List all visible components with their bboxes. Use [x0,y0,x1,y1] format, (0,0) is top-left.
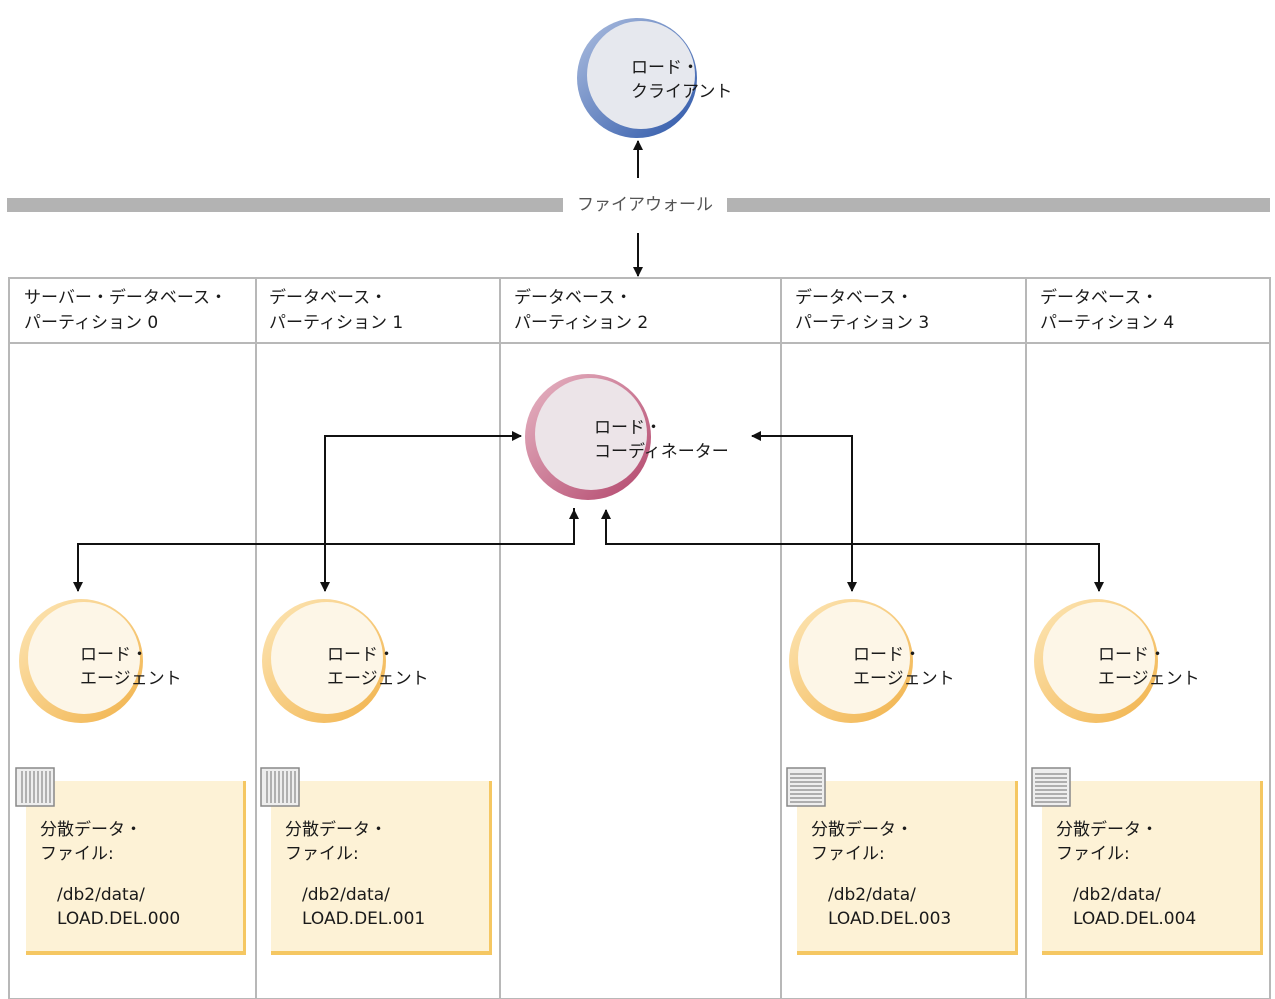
load-agent-node-4 [1034,599,1158,723]
partition-header-3: データベース・パーティション 3 [795,288,930,333]
firewall-label: ファイアウォール [563,192,727,218]
load-coordinator-node [525,374,651,500]
partition-header-2: データベース・パーティション 2 [514,288,649,333]
data-file-text-1: 分散データ・ ファイル: /db2/data/ LOAD.DEL.001 [285,820,426,929]
partition-header-0: サーバー・データベース・パーティション 0 [24,288,227,333]
load-agent-label-4: ロード・エージェント [1098,645,1200,689]
file-icon [260,767,300,807]
data-file-text-0: 分散データ・ ファイル: /db2/data/ LOAD.DEL.000 [40,820,181,929]
file-icon [15,767,55,807]
load-agent-label-1: ロード・エージェント [327,645,429,689]
file-icon [1031,767,1071,807]
data-file-box-3 [797,781,1018,955]
partition-header-1: データベース・パーティション 1 [269,288,404,333]
data-file-box-1 [271,781,492,955]
partition-header-4: データベース・パーティション 4 [1040,288,1175,333]
load-agent-label-3: ロード・エージェント [853,645,955,689]
data-file-box-4 [1042,781,1263,955]
file-icon [786,767,826,807]
load-coordinator-label: ロード・コーディネーター [594,418,729,462]
partition-grid [8,277,1271,999]
data-file-box-0 [26,781,246,955]
load-client-label: ロード・ クライアント [631,58,733,102]
load-agent-node-0 [19,599,143,723]
load-client-node [577,18,697,138]
link-agent3-coordinator [751,431,853,591]
load-agent-label-0: ロード・エージェント [80,645,182,689]
load-agent-node-3 [789,599,913,723]
load-agent-node-1 [262,599,386,723]
data-file-text-4: 分散データ・ ファイル: /db2/data/ LOAD.DEL.004 [1056,820,1197,929]
data-file-text-3: 分散データ・ ファイル: /db2/data/ LOAD.DEL.003 [811,820,952,929]
link-agent1-coordinator [324,431,522,591]
